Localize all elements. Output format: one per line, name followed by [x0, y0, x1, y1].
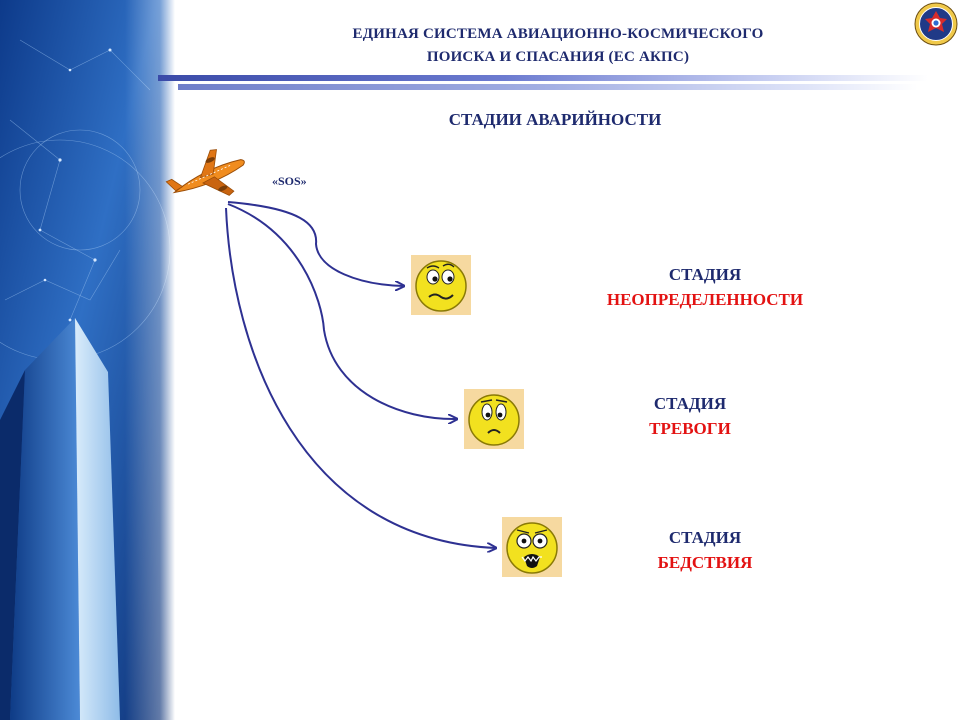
- uncertainty-face: [411, 255, 471, 315]
- building-sky-background: [0, 0, 175, 720]
- stage-word: СТАДИЯ: [668, 528, 742, 547]
- stage-uncertainty-label: СТАДИЯ НЕОПРЕДЕЛЕННОСТИ: [560, 262, 850, 312]
- arrow-to-uncertainty: [227, 201, 404, 286]
- header-title-line-2: ПОИСКА И СПАСАНИЯ (ЕС АКПС): [426, 49, 690, 65]
- stage-name: БЕДСТВИЯ: [657, 553, 753, 572]
- stage-word: СТАДИЯ: [653, 394, 727, 413]
- emblem-icon: [914, 2, 958, 46]
- stage-distress-label: СТАДИЯ БЕДСТВИЯ: [620, 525, 790, 575]
- sos-label: «SOS»: [272, 174, 307, 188]
- airplane-icon: [165, 149, 245, 196]
- distress-face: [502, 517, 562, 577]
- header-rule-top: [158, 75, 928, 81]
- page-subtitle: СТАДИИ АВАРИЙНОСТИ: [448, 110, 662, 129]
- alert-face: [464, 389, 524, 449]
- stage-word: СТАДИЯ: [668, 265, 742, 284]
- shocked-face-icon: [506, 522, 558, 574]
- stage-name: ТРЕВОГИ: [649, 419, 731, 438]
- worried-face-icon: [468, 394, 520, 446]
- header-rule-bottom: [178, 84, 918, 90]
- stage-alert-label: СТАДИЯ ТРЕВОГИ: [600, 391, 780, 441]
- puzzled-face-icon: [415, 260, 467, 312]
- stage-name: НЕОПРЕДЕЛЕННОСТИ: [606, 290, 804, 309]
- header-title-line-1: ЕДИНАЯ СИСТЕМА АВИАЦИОННО-КОСМИЧЕСКОГО: [352, 26, 764, 42]
